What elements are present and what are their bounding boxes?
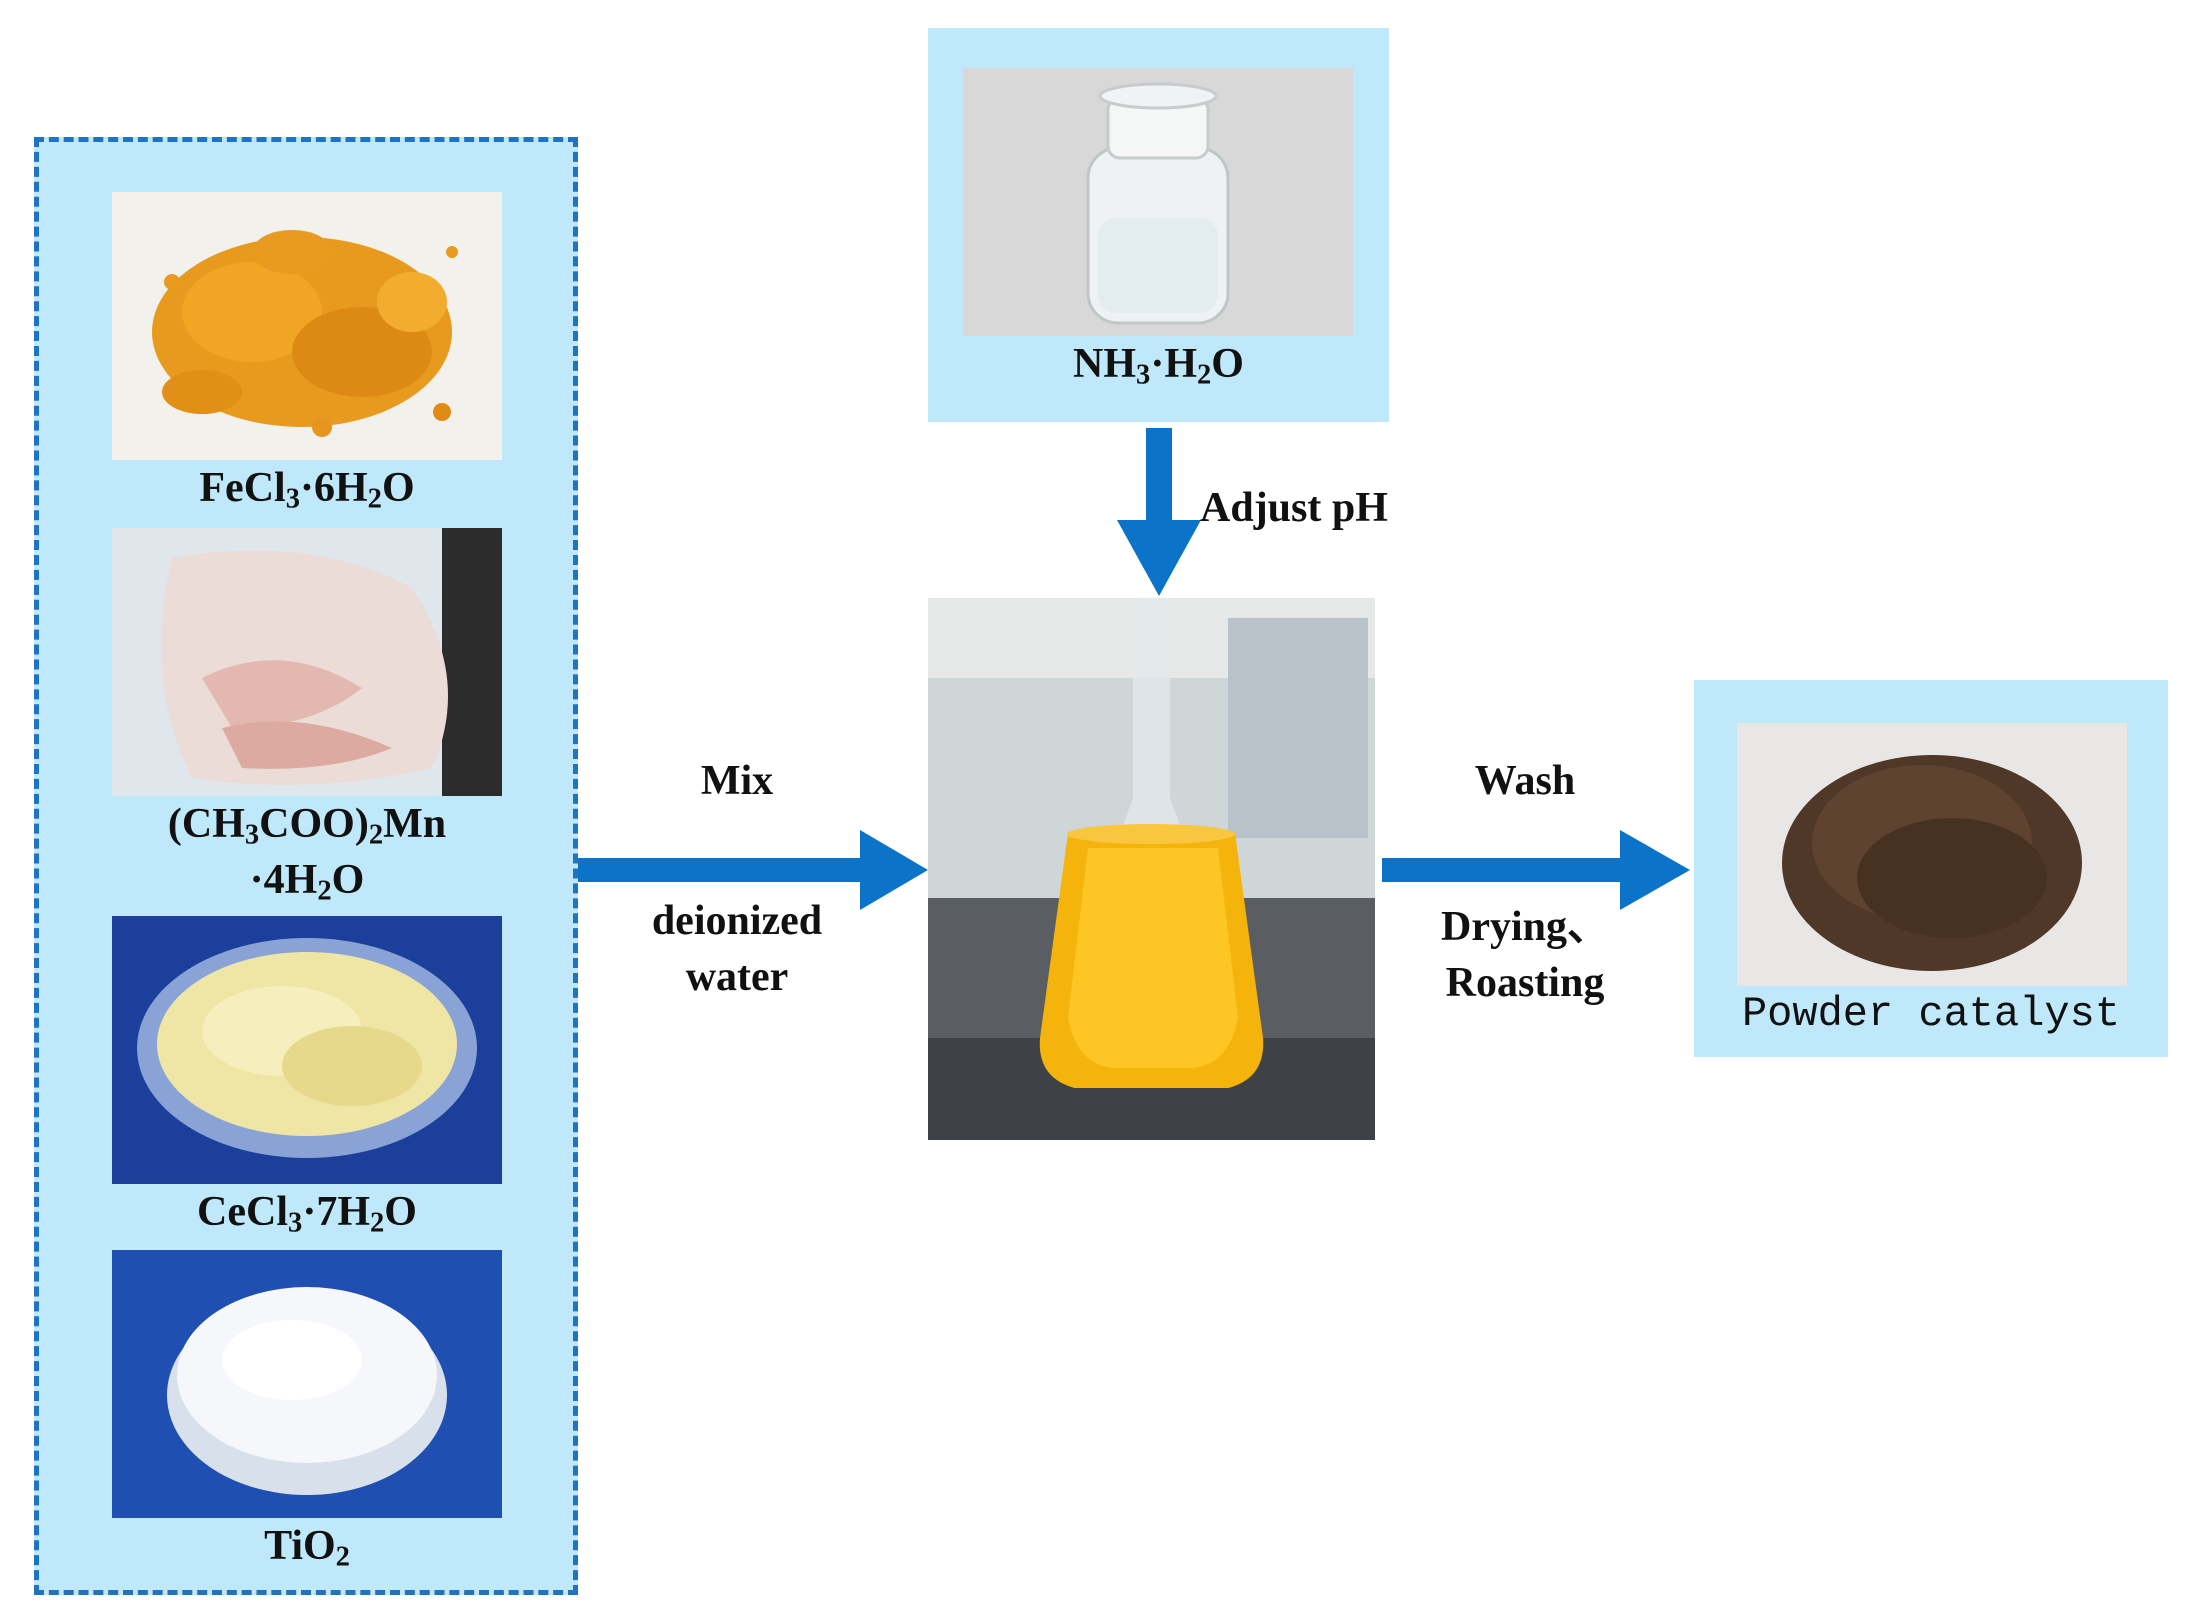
cecl3-photo bbox=[112, 916, 502, 1184]
fecl3-photo bbox=[112, 192, 502, 460]
powder-catalyst-photo bbox=[1737, 723, 2127, 986]
wash-arrow bbox=[1382, 830, 1690, 910]
drying-label: Drying、 bbox=[1440, 904, 1609, 950]
manganese-acetate-photo bbox=[112, 528, 502, 796]
tio2-label: TiO2 bbox=[264, 1523, 350, 1573]
mix-arrow bbox=[578, 830, 928, 910]
manganese-acetate-label-line1: (CH3COO)2Mn bbox=[167, 801, 447, 851]
down-arrow bbox=[1117, 428, 1201, 596]
mix-label: Mix bbox=[700, 758, 774, 804]
adjust-ph-label: Adjust pH bbox=[1200, 485, 1388, 531]
tio2-photo bbox=[112, 1250, 502, 1518]
ammonia-bottle-photo bbox=[963, 68, 1353, 336]
powder-catalyst-label: Powder catalyst bbox=[1741, 990, 2121, 1038]
manganese-acetate-label-line2: ·4H2O bbox=[249, 857, 365, 907]
roasting-label: Roasting bbox=[1445, 960, 1605, 1006]
fecl3-label: FeCl3·6H2O bbox=[199, 465, 415, 515]
deionized-water-label-line1: deionized bbox=[651, 898, 823, 944]
ammonia-label: NH3·H2O bbox=[1073, 341, 1244, 391]
wash-label: Wash bbox=[1474, 758, 1576, 804]
flask-solution-photo bbox=[928, 598, 1375, 1140]
cecl3-label: CeCl3·7H2O bbox=[197, 1189, 417, 1239]
deionized-water-label-line2: water bbox=[685, 954, 789, 1000]
